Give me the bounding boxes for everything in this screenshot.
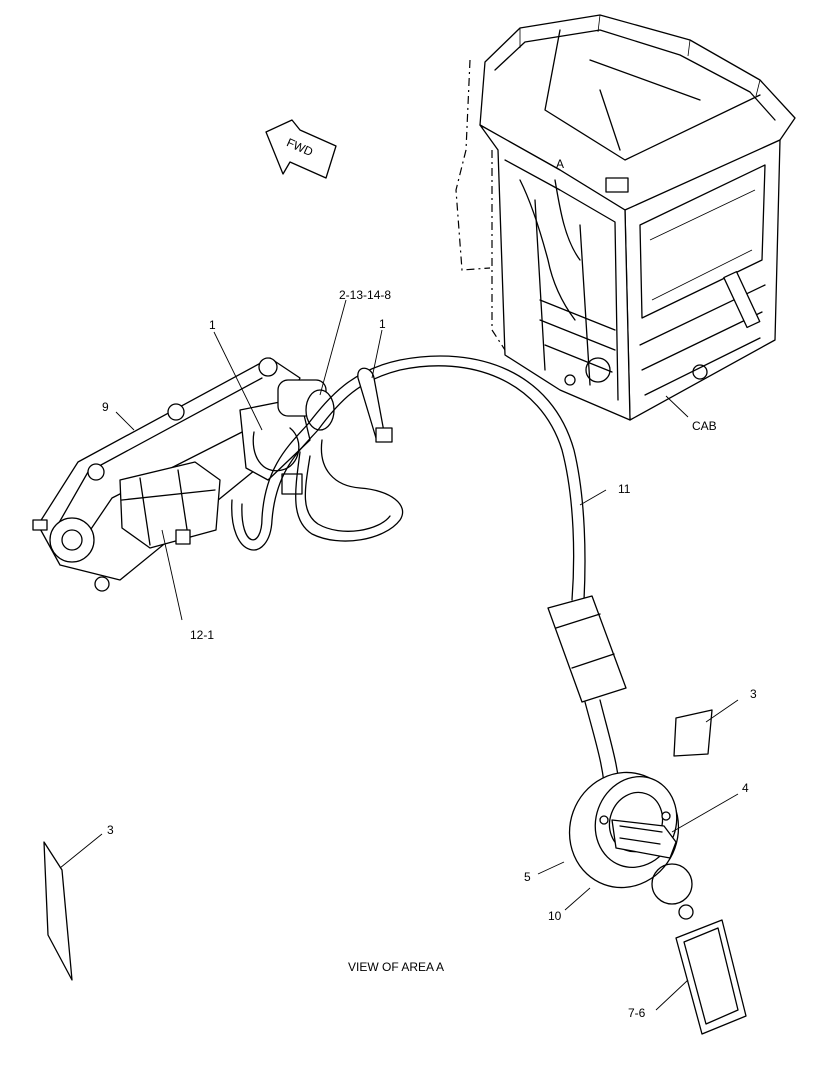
callout-3-right: 3 xyxy=(750,687,757,701)
wire-harness xyxy=(231,355,627,801)
motor-bracket-assembly xyxy=(32,357,335,592)
cab-assembly xyxy=(455,14,796,421)
callout-5: 5 xyxy=(524,870,531,884)
callout-2-13-14-8: 2-13-14-8 xyxy=(339,288,391,302)
fwd-arrow-icon: FWD xyxy=(265,119,337,179)
callout-12-1: 12-1 xyxy=(190,628,214,642)
callout-4: 4 xyxy=(742,781,749,795)
area-a-label: A xyxy=(556,157,564,171)
leader-lines xyxy=(59,299,739,1011)
callout-10: 10 xyxy=(548,909,562,923)
callout-3-left: 3 xyxy=(107,823,114,837)
view-of-area-a-caption: VIEW OF AREA A xyxy=(348,960,444,974)
callout-7-6: 7-6 xyxy=(628,1006,646,1020)
callout-1-left: 1 xyxy=(209,318,216,332)
ignition-switch-assembly xyxy=(568,771,747,1035)
callout-9: 9 xyxy=(102,400,109,414)
cab-leader-line xyxy=(665,395,689,418)
callout-1-right: 1 xyxy=(379,317,386,331)
cab-label: CAB xyxy=(692,419,717,433)
decal-left xyxy=(43,841,73,981)
decal-right xyxy=(673,709,713,757)
callout-11: 11 xyxy=(618,482,631,496)
